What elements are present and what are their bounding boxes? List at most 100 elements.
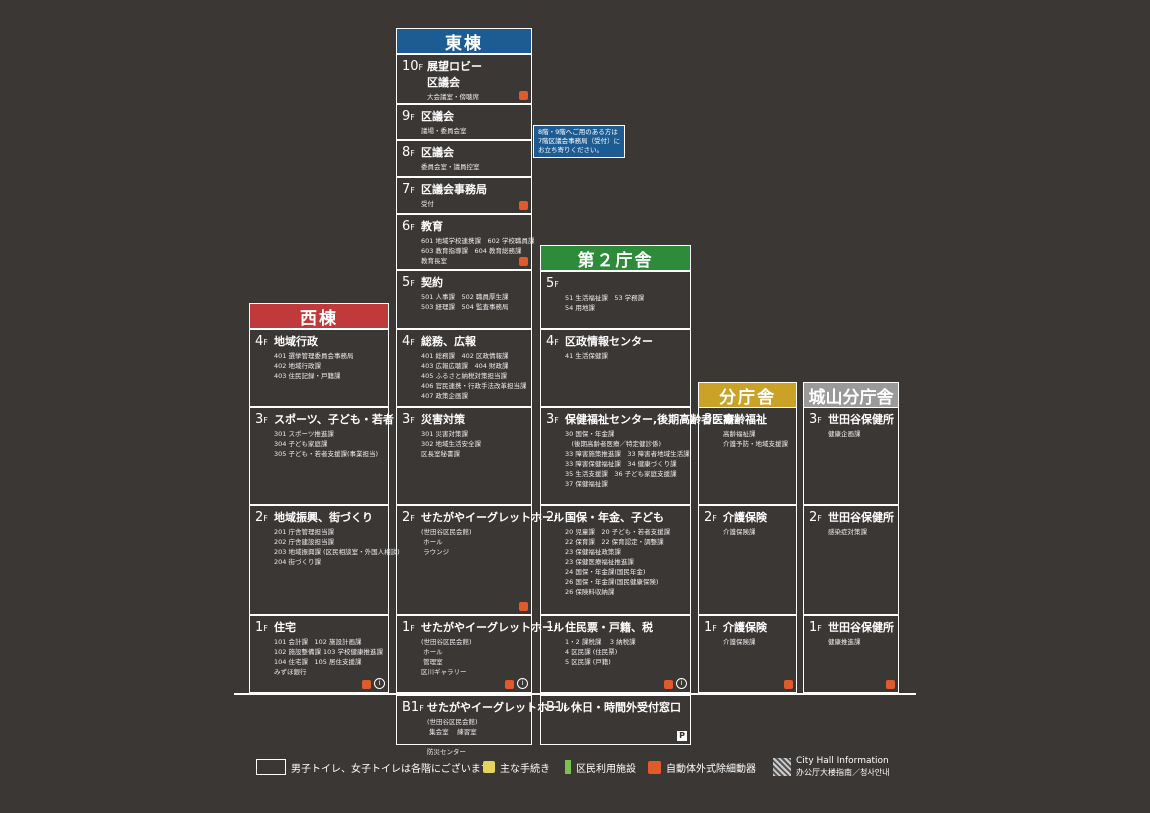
floor-departments: 20 児童課 20 子ども・若者支援課 22 保育課 22 保育認定・調整課 2… — [565, 528, 671, 596]
floor-title: せたがやイーグレットホール — [421, 621, 564, 634]
floor-title: 総務、広報 — [421, 335, 476, 348]
info-icon: i — [374, 678, 385, 689]
floor-departments: 健康推進課 — [828, 638, 861, 646]
aed-icon — [519, 201, 528, 210]
shiroyama-building-header: 城山分庁舎 — [803, 382, 899, 408]
floor-number: 6F — [402, 219, 415, 234]
aed-icon — [648, 760, 661, 774]
floor-departments: (世田谷区民会館) ホール ラウンジ — [421, 528, 472, 556]
aed-icon — [519, 257, 528, 266]
legend-toilet: 男子トイレ、女子トイレは各階にございます。 — [256, 757, 500, 777]
floor-number: 3F — [255, 412, 268, 427]
floor-number: 2F — [255, 510, 268, 525]
floor-title: 住宅 — [274, 621, 296, 634]
info-icon: i — [676, 678, 687, 689]
floor-title: 世田谷保健所 — [828, 511, 894, 524]
floor-number: 2F — [402, 510, 415, 525]
floor-title: 災害対策 — [421, 413, 465, 426]
floor-departments: 介護保険課 — [723, 638, 756, 646]
ground-line — [234, 693, 916, 695]
aed-icon — [886, 680, 895, 689]
info-icon: i — [517, 678, 528, 689]
floor-title: スポーツ、子ども・若者 — [274, 413, 394, 426]
floor-number: 3F — [546, 412, 559, 427]
floor-departments: 401 選挙管理委員会事務局 402 地域行政課 403 住民記録・戸籍課 — [274, 352, 354, 380]
floor-title: 介護保険 — [723, 511, 767, 524]
floor-number: 7F — [402, 182, 415, 197]
floor-title: 保健福祉センター,後期高齢者医療 — [565, 413, 735, 426]
floor-title: 展望ロビー 区議会 — [427, 60, 482, 89]
floor-title: 地域振興、街づくり — [274, 511, 373, 524]
toilet-icon — [256, 759, 286, 775]
floor-number: 1F — [402, 620, 415, 635]
floor-title: 住民票・戸籍、税 — [565, 621, 653, 634]
procedure-icon — [483, 761, 495, 773]
floor-number: 3F — [704, 412, 717, 427]
floor-departments: (世田谷区民会館) ホール 管理室 区川ギャラリー — [421, 638, 472, 676]
floor-title: 地域行政 — [274, 335, 318, 348]
floor-title: 区議会事務局 — [421, 183, 487, 196]
aed-icon — [519, 602, 528, 611]
floor-number: 2F — [809, 510, 822, 525]
floor-title: 世田谷保健所 — [828, 413, 894, 426]
floor-departments: 301 スポーツ推進課 304 子ども家庭課 305 子ども・若者支援課(事業担… — [274, 430, 379, 458]
floor-departments: 41 生活保健課 — [565, 352, 608, 360]
floor-title: 高齢福祉 — [723, 413, 767, 426]
floor-number: 1F — [704, 620, 717, 635]
floor-departments: 委員会室・議員控室 — [421, 163, 480, 171]
second-building-header: 第２庁舎 — [540, 245, 691, 271]
east-floor-note: 8階・9階へご用のある方は 7階区議会事務局（受付）に お立ち寄りください。 — [533, 125, 626, 158]
second-floor-5[interactable]: 5F 51 生活福祉課 53 学務課 54 用地課 — [540, 271, 691, 329]
west-floor-3[interactable]: 3F スポーツ、子ども・若者 301 スポーツ推進課 304 子ども家庭課 305 … — [249, 407, 394, 505]
aed-icon — [505, 680, 514, 689]
floor-title: 国保・年金、子ども — [565, 511, 664, 524]
qr-code-icon[interactable] — [773, 758, 791, 776]
floor-number: 5F — [546, 276, 559, 291]
floor-departments: 601 地域学校連携課 602 学校職員課 603 教育指導課 604 教育総務… — [421, 237, 535, 265]
floor-departments: 51 生活福祉課 53 学務課 54 用地課 — [565, 294, 645, 312]
floor-number: 4F — [546, 334, 559, 349]
west-floor-2[interactable]: 2F 地域振興、街づくり 201 庁舎管理担当課 202 庁舎建設担当課 203 地… — [249, 505, 400, 615]
floor-departments: 101 会計課 102 施設計画課 102 施設整備課 103 学校健康推進課 … — [274, 638, 384, 676]
floor-departments: 301 災害対策課 302 地域生活安全課 区長室秘書課 — [421, 430, 481, 458]
floor-number: B1F — [546, 700, 568, 715]
floor-departments: 201 庁舎管理担当課 202 庁舎建設担当課 203 地域振興課 (区民相談室… — [274, 528, 400, 566]
floor-departments: 501 人事課 502 職員厚生課 503 経理課 504 監査事務局 — [421, 293, 509, 311]
floor-number: B1F — [402, 700, 424, 715]
floor-number: 10F — [402, 59, 424, 74]
floor-departments: 1・2 課税課 3 納税課 4 区民課 (住民票) 5 区民課 (戸籍) — [565, 638, 636, 666]
east-building-header: 東棟 — [396, 28, 532, 54]
facility-icon — [565, 760, 571, 774]
floor-departments: 介護保険課 — [723, 528, 756, 536]
floor-number: 4F — [402, 334, 415, 349]
legend-facilities: 区民利用施設 — [565, 757, 636, 777]
legend-info: City Hall Information 办公厅大楼指南／청사안내 — [773, 754, 889, 780]
east-floor-1[interactable]: 1F せたがやイーグレットホール (世田谷区民会館) ホール 管理室 区川ギャラリー… — [396, 615, 564, 693]
aed-icon — [519, 91, 528, 100]
floor-departments: 健康企画課 — [828, 430, 861, 438]
floor-title: 休日・時間外受付窓口 — [571, 701, 681, 714]
